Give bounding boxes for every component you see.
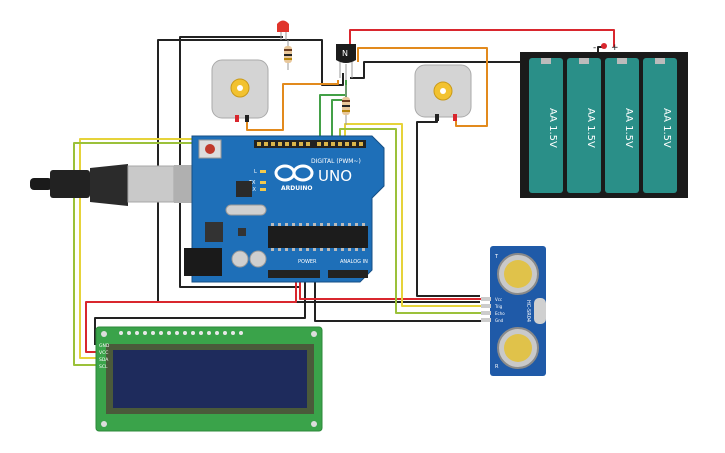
sensor-pin-trig: Trig [494,304,503,309]
sensor-pin-vcc: Vcc [495,297,502,302]
sensor-model: HC-SR04 [525,300,531,322]
battery-cell-1-label: AA 1.5V [547,108,558,148]
reset-button[interactable] [205,144,215,154]
lcd-pin-gnd: GND [99,343,110,349]
battery-plus: + [611,43,619,53]
battery-cell-2-label: AA 1.5V [585,108,596,148]
resistor-led[interactable] [284,40,292,70]
sensor-pin-echo: Echo [495,311,505,316]
wire-red-battery-plus[interactable] [349,29,615,47]
battery-pack[interactable]: AA 1.5V AA 1.5V AA 1.5V AA 1.5V - + [520,43,688,198]
small-ic [238,228,246,236]
sensor-crystal [534,298,546,324]
wire-yellow-sensor-trig[interactable] [344,123,481,307]
transistor-label: N [342,49,348,58]
battery-cell-4-label: AA 1.5V [661,108,672,148]
battery-terminal[interactable] [601,43,607,49]
battery-minus: - [593,43,596,53]
wire-black-left[interactable] [179,36,300,288]
wire-red-sensor-vcc[interactable] [299,276,481,300]
capacitor-1 [231,250,249,268]
arduino-model: UNO [318,167,352,185]
sensor-t-label: T [494,254,499,260]
lcd-pin-scl: SCL [99,364,108,370]
led-rx [260,188,266,191]
red-led[interactable] [277,20,289,41]
led-l-label: L [254,169,257,175]
analog-label: ANALOG IN [340,259,368,265]
lcd-pin-vcc: VCC [99,350,108,356]
wire-black-battery[interactable] [350,46,606,79]
analog-header[interactable] [328,270,368,278]
arduino-uno[interactable]: DIGITAL (PWM~) L TX RX ARDUINO UNO [184,135,385,283]
wire-black-lcd-gnd[interactable] [94,276,306,345]
lcd-pin-sda: SDA [99,357,109,363]
power-label: POWER [298,259,317,265]
crystal [225,204,267,216]
chip-pins [271,223,365,251]
capacitor-2 [249,250,267,268]
wire-black-right-motor[interactable] [416,113,480,297]
rx-label: RX [249,187,256,193]
voltage-regulator [205,222,223,242]
ultrasonic-sensor[interactable]: T R HC-SR04 Vcc Trig Echo Gnd [481,246,546,376]
wire-red-5v[interactable] [85,276,297,353]
wire-orange-motor1[interactable] [246,80,339,131]
usb-cable[interactable] [30,164,210,206]
sensor-r-label: R [495,364,499,370]
npn-transistor[interactable]: N [336,44,356,80]
arduino-brand: ARDUINO [281,185,312,192]
tx-label: TX [248,180,256,186]
wire-green-sensor-echo[interactable] [339,128,481,314]
wire-black-sensor-gnd[interactable] [314,276,481,322]
power-jack[interactable] [184,248,222,276]
lcd-screen [113,350,307,408]
battery-cells [529,58,677,193]
battery-cell-3-label: AA 1.5V [623,108,634,148]
sensor-pin-gnd: Gnd [495,318,504,323]
sensor-pins [481,297,491,322]
power-header[interactable] [268,270,320,278]
lcd-display[interactable]: GND VCC SDA SCL [95,326,323,432]
atmega-chip [268,226,368,248]
dc-motor-left[interactable] [211,59,269,122]
led-tx [260,181,266,184]
digital-pins [257,142,363,146]
led-l [260,170,266,173]
wire-orange-motor2[interactable] [357,47,488,127]
digital-label: DIGITAL (PWM~) [311,158,361,165]
arduino-logo: ARDUINO UNO [274,164,352,192]
lcd-header-pins [119,331,243,335]
resistor-transistor[interactable] [342,85,350,125]
dc-motor-right[interactable] [414,64,472,121]
usb-chip [236,181,252,197]
